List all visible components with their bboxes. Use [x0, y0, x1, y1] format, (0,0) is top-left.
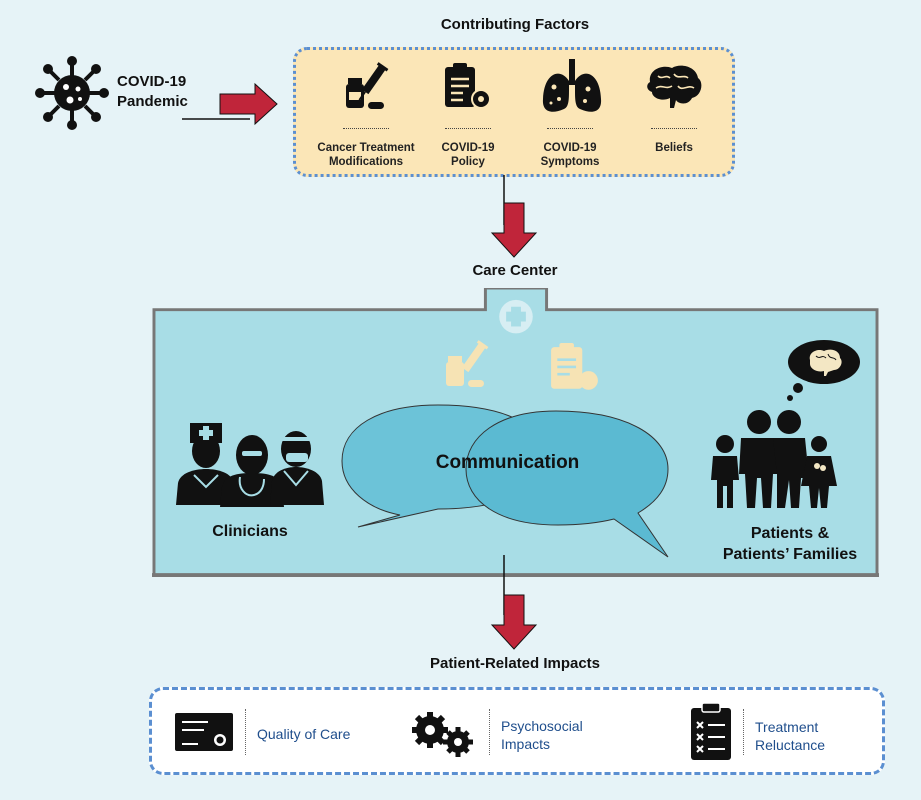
medication-syringe-icon [346, 62, 389, 109]
clinicians-label: Clinicians [212, 523, 288, 540]
thought-bubble-brain-icon [787, 340, 860, 401]
checklist-x-icon [691, 702, 731, 760]
impact-label-quality: Quality of Care [257, 725, 350, 743]
factor-label-line1: COVID-19 [441, 142, 495, 154]
factor-label-line1: COVID-19 [543, 142, 597, 154]
virus-icon [35, 56, 109, 130]
arrow-to-impacts [490, 555, 538, 650]
impact-label-psychosocial: Psychosocial Impacts [501, 717, 583, 753]
faded-clipboard-icon [551, 343, 598, 390]
impact-label-line1: Psychosocial [501, 718, 583, 734]
pandemic-label-line1: COVID-19 [117, 73, 187, 90]
factor-label-line2: Policy [451, 156, 485, 168]
factor-label-line1: Beliefs [655, 142, 693, 154]
pandemic-label-line2: Pandemic [117, 93, 188, 110]
care-center-title: Care Center [472, 262, 558, 279]
policy-clipboard-gear-icon [445, 63, 491, 109]
patients-label-line1: Patients & [750, 525, 830, 542]
factor-label-line1: Cancer Treatment [317, 142, 415, 154]
factor-label-beliefs: Beliefs [619, 141, 729, 155]
family-icon [711, 410, 837, 508]
impact-label-line1: Quality of Care [257, 726, 351, 742]
impacts-title: Patient-Related Impacts [429, 655, 601, 672]
patients-families-label: Patients & Patients’ Families [700, 523, 880, 565]
certificate-icon [175, 713, 233, 751]
contributing-factors-box: Cancer Treatment Modifications COVID-19 … [293, 47, 735, 177]
impact-label-line2: Impacts [501, 736, 551, 752]
impact-label-line2: Reluctance [755, 737, 826, 753]
lungs-virus-icon [542, 59, 602, 112]
factor-label-treatment: Cancer Treatment Modifications [311, 141, 421, 169]
communication-bubbles [341, 404, 669, 558]
pandemic-arrow [182, 82, 278, 126]
clinicians-icon [176, 423, 324, 507]
communication-label: Communication [435, 452, 580, 473]
gears-icon [412, 712, 473, 757]
brain-icon [647, 65, 702, 108]
arrow-to-care-center [490, 175, 538, 258]
patients-label-line2: Patients’ Families [722, 546, 858, 563]
faded-medication-icon [446, 340, 489, 387]
factor-label-line2: Modifications [328, 156, 404, 168]
factor-label-line2: Symptoms [540, 156, 600, 168]
impact-label-line1: Treatment [755, 719, 819, 735]
pandemic-label: COVID-19 Pandemic [117, 72, 188, 112]
contributing-factors-title: Contributing Factors [440, 16, 590, 33]
factor-label-symptoms: COVID-19 Symptoms [515, 141, 625, 169]
impact-label-reluctance: Treatment Reluctance [755, 718, 825, 754]
impacts-box: Quality of Care Psychosocial Impacts [149, 687, 885, 775]
factor-label-policy: COVID-19 Policy [413, 141, 523, 169]
